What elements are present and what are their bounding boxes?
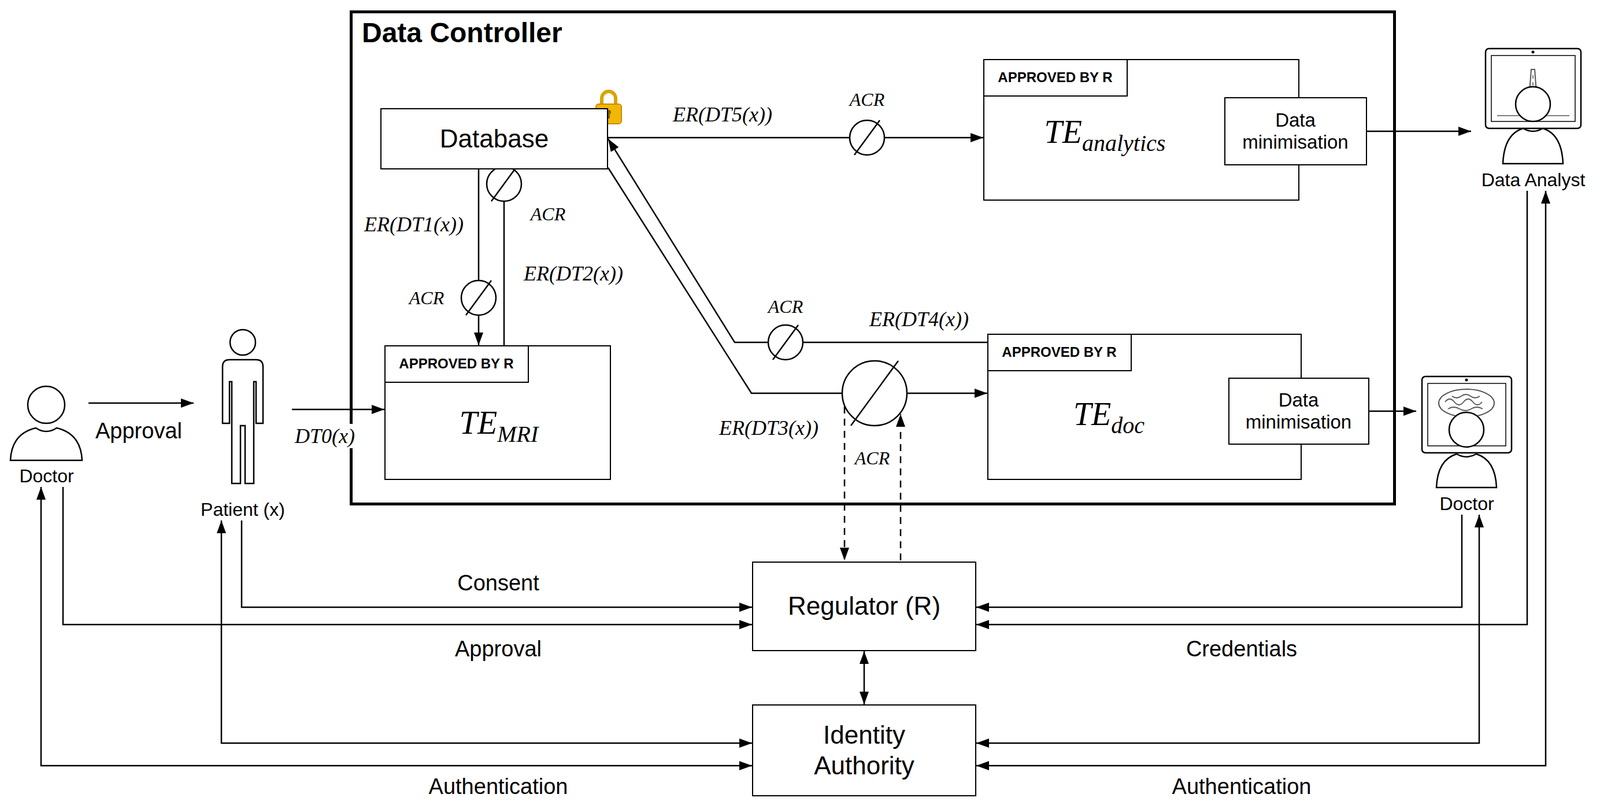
edge-label: Credentials <box>1183 636 1300 662</box>
minimisation-box: Data minimisation <box>1224 97 1368 166</box>
edge-label: ER(DT3(x)) <box>716 415 822 440</box>
te-subscript: doc <box>1110 412 1145 439</box>
trusted-execution-box: TEanalyticsAPPROVED BY RData minimisatio… <box>983 58 1300 201</box>
connector <box>1369 410 1417 413</box>
connector <box>976 190 1528 625</box>
actor-icon <box>4 375 89 465</box>
edge-label: Authentication <box>1169 773 1315 799</box>
edge-label: ER(DT4(x)) <box>866 306 972 332</box>
edge-label: Authentication <box>426 773 572 799</box>
minimisation-label: Data minimisation <box>1232 389 1365 433</box>
approval-tag: APPROVED BY R <box>384 345 529 383</box>
connector <box>608 136 984 139</box>
actor-figure: Data Analyst <box>1471 46 1596 191</box>
connector <box>976 514 1462 607</box>
process-box: Database <box>380 108 609 170</box>
gate-label: ACR <box>852 447 893 469</box>
region-title: Data Controller <box>361 16 563 49</box>
actor-figure: Doctor <box>4 375 89 487</box>
dashed-control-line <box>900 413 902 561</box>
actor-icon <box>1471 46 1596 168</box>
actor-icon <box>1416 372 1518 491</box>
te-name: TE <box>459 404 498 441</box>
connector <box>478 169 480 346</box>
connector <box>976 190 1546 766</box>
access-control-gate <box>768 324 803 360</box>
te-title: TEdoc <box>988 395 1230 439</box>
approval-label: APPROVED BY R <box>398 355 514 372</box>
gate-label: ACR <box>406 287 447 309</box>
connector <box>88 402 194 405</box>
edge-label: ER(DT2(x)) <box>520 261 627 286</box>
approval-label: APPROVED BY R <box>997 69 1113 86</box>
connector <box>1367 130 1472 133</box>
gate-label: ACR <box>527 203 569 225</box>
edge-label: Approval <box>452 636 545 662</box>
process-box: Regulator (R) <box>752 561 977 651</box>
te-subscript: analytics <box>1082 130 1166 157</box>
connector <box>608 167 988 394</box>
approval-label: APPROVED BY R <box>1001 343 1117 361</box>
box-label: Regulator (R) <box>787 590 941 622</box>
te-subscript: MRI <box>497 420 539 447</box>
te-title: TEMRI <box>385 404 613 448</box>
gate-label: ACR <box>765 295 806 318</box>
box-label: Database <box>439 123 549 155</box>
connector <box>976 514 1480 743</box>
access-control-gate <box>849 120 885 155</box>
edge-label: Approval <box>92 418 185 444</box>
actor-label: Doctor <box>0 465 100 487</box>
edge-label: Consent <box>454 570 543 596</box>
trusted-execution-box: TEMRI APPROVED BY R <box>384 345 611 480</box>
connector <box>863 650 866 705</box>
access-control-gate <box>461 280 496 316</box>
actor-figure: Patient (x) <box>193 323 292 521</box>
edge-label: ER(DT5(x)) <box>669 102 776 127</box>
connector <box>221 520 753 743</box>
process-box: Identity Authority <box>752 704 977 796</box>
person-icon <box>1471 46 1596 165</box>
actor-icon <box>193 323 292 491</box>
trusted-execution-box: TEdocAPPROVED BY RData minimisation <box>987 333 1302 480</box>
person-icon <box>4 375 89 463</box>
actor-figure: Doctor <box>1416 372 1518 515</box>
te-name: TE <box>1073 395 1111 432</box>
edge-label: DT0(x) <box>291 423 358 448</box>
te-title: TEanalytics <box>984 113 1226 157</box>
person-icon <box>1416 372 1518 489</box>
access-control-gate <box>842 360 907 426</box>
dashed-control-line <box>843 406 846 561</box>
connector <box>608 138 988 343</box>
connector <box>63 486 753 625</box>
connector <box>41 486 753 766</box>
minimisation-label: Data minimisation <box>1228 109 1363 154</box>
connector <box>291 408 385 411</box>
actor-label: Data Analyst <box>1459 169 1600 191</box>
data-controller-region: Data ControllerDatabaseTEanalyticsAPPROV… <box>349 10 1396 506</box>
approval-tag: APPROVED BY R <box>987 333 1132 372</box>
actor-label: Doctor <box>1404 493 1529 515</box>
approval-tag: APPROVED BY R <box>983 58 1128 97</box>
te-name: TE <box>1044 113 1083 150</box>
minimisation-box: Data minimisation <box>1228 377 1370 445</box>
access-control-gate <box>486 166 522 202</box>
box-label: Identity Authority <box>794 719 934 781</box>
actor-label: Patient (x) <box>182 498 304 521</box>
edge-label: ER(DT1(x)) <box>361 212 467 237</box>
gate-label: ACR <box>846 89 888 111</box>
connector <box>241 520 753 607</box>
person-icon <box>193 323 292 489</box>
